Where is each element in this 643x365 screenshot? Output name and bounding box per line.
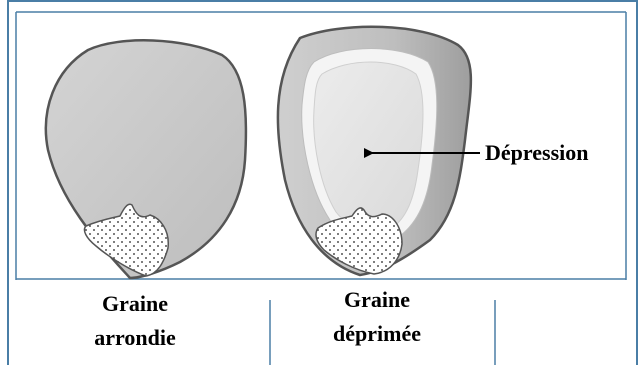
depressed-seed-label: Graine déprimée bbox=[302, 283, 452, 351]
depressed-seed-label-line2: déprimée bbox=[302, 317, 452, 351]
round-seed-label-line2: arrondie bbox=[60, 321, 210, 355]
depression-label: Dépression bbox=[485, 138, 589, 168]
round-seed-label-line1: Graine bbox=[60, 287, 210, 321]
round-seed-label: Graine arrondie bbox=[60, 287, 210, 355]
depressed-seed bbox=[278, 27, 471, 275]
round-seed bbox=[46, 40, 246, 278]
depressed-seed-label-line1: Graine bbox=[302, 283, 452, 317]
